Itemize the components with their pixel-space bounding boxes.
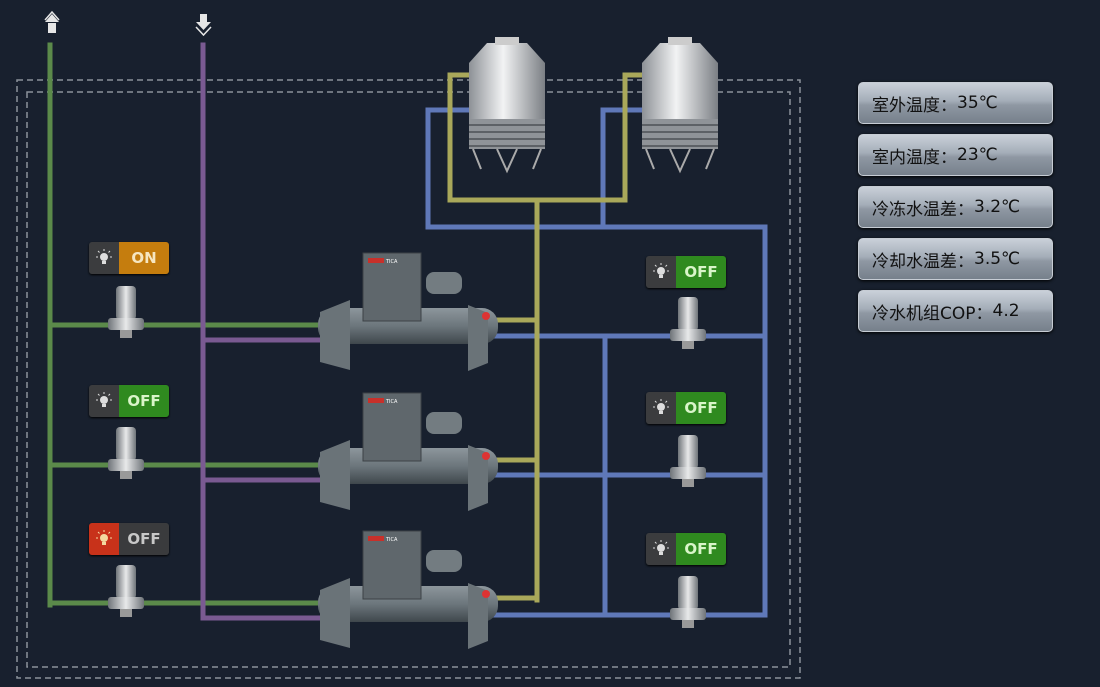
cooling-cold-pipe-tower-1 — [425, 107, 473, 230]
info-value: 3.2℃ — [974, 197, 1021, 217]
lamp-icon — [89, 242, 119, 274]
cooling-pump-1[interactable] — [668, 297, 708, 353]
outdoor-temperature-panel: 室外温度：35℃ — [858, 82, 1053, 124]
toggle-state-label: OFF — [676, 256, 726, 288]
chilled-pump-3[interactable] — [106, 565, 146, 621]
toggle-state-label: ON — [119, 242, 169, 274]
chilled-pump-3-toggle[interactable]: OFF — [89, 523, 169, 555]
info-label: 冷却水温差： — [872, 251, 974, 272]
return-in-arrow-icon — [195, 14, 212, 37]
plant-boundary-outer — [16, 79, 801, 679]
cooling-tower-1[interactable] — [469, 37, 545, 174]
toggle-state-label: OFF — [119, 523, 169, 555]
lamp-icon — [89, 523, 119, 555]
chiller-brand-logo: TICA — [385, 537, 398, 543]
cooling-pump-3-toggle[interactable]: OFF — [646, 533, 726, 565]
chilled-pump-2-toggle[interactable]: OFF — [89, 385, 169, 417]
chiller-1[interactable]: TICA — [308, 250, 508, 374]
cooling-water-delta-panel: 冷却水温差：3.5℃ — [858, 238, 1053, 280]
info-label: 室内温度： — [872, 147, 957, 168]
cooling-cold-header-pipe — [425, 224, 768, 618]
info-value: 23℃ — [957, 145, 998, 165]
chiller-brand-logo: TICA — [385, 259, 398, 265]
chilled-water-delta-panel: 冷冻水温差：3.2℃ — [858, 186, 1053, 228]
indoor-temperature-panel: 室内温度：23℃ — [858, 134, 1053, 176]
cooling-pump-3[interactable] — [668, 576, 708, 632]
chilled-pump-2[interactable] — [106, 427, 146, 483]
plant-boundary-inner — [26, 91, 791, 668]
cooling-pump-2-toggle[interactable]: OFF — [646, 392, 726, 424]
chilled-pump-1-toggle[interactable]: ON — [89, 242, 169, 274]
cooling-hot-pipe-tower-2 — [622, 72, 648, 203]
toggle-state-label: OFF — [676, 392, 726, 424]
info-value: 4.2 — [992, 301, 1020, 321]
supply-out-arrow-icon — [44, 10, 60, 33]
info-label: 冷冻水温差： — [872, 199, 974, 220]
toggle-state-label: OFF — [676, 533, 726, 565]
lamp-icon — [646, 533, 676, 565]
info-label: 室外温度： — [872, 95, 957, 116]
chiller-brand-logo: TICA — [385, 399, 398, 405]
lamp-icon — [646, 392, 676, 424]
cooling-pump-2[interactable] — [668, 435, 708, 491]
info-value: 35℃ — [957, 93, 998, 113]
toggle-state-label: OFF — [119, 385, 169, 417]
chiller-2[interactable]: TICA — [308, 390, 508, 514]
info-label: 冷水机组COP： — [872, 303, 993, 324]
cooling-cold-pipe-tower-2 — [600, 107, 643, 230]
chilled-pump-1[interactable] — [106, 286, 146, 342]
lamp-icon — [646, 256, 676, 288]
lamp-icon — [89, 385, 119, 417]
cooling-pump-1-toggle[interactable]: OFF — [646, 256, 726, 288]
chiller-3[interactable]: TICA — [308, 528, 508, 652]
chiller-cop-panel: 冷水机组COP：4.2 — [858, 290, 1053, 332]
cooling-tower-2[interactable] — [642, 37, 718, 174]
info-value: 3.5℃ — [974, 249, 1021, 269]
